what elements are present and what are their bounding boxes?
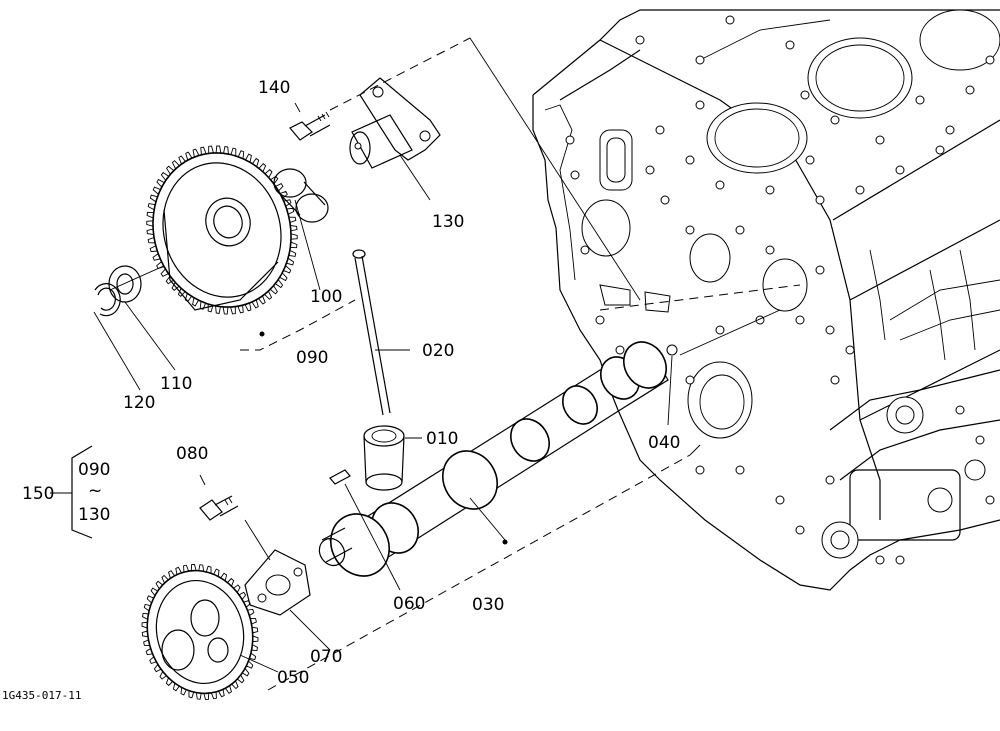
bolt-hole	[815, 265, 825, 275]
bolt-hole	[685, 155, 695, 165]
bolt-hole	[830, 115, 840, 125]
label-120: 120	[123, 393, 155, 413]
bolt-140[interactable]	[289, 102, 331, 141]
label-kit-from: 090	[78, 460, 110, 480]
label-030: 030	[472, 595, 504, 615]
bolt-hole	[615, 345, 625, 355]
bolt-hole	[635, 35, 645, 45]
label-130: 130	[432, 212, 464, 232]
bolt-hole	[825, 475, 835, 485]
engine-block	[532, 9, 1000, 591]
bolt-hole	[985, 55, 995, 65]
assembly-lines	[109, 37, 801, 691]
push-rod-020[interactable]	[352, 249, 410, 416]
bolt-hole	[645, 165, 655, 175]
bolt-hole	[715, 325, 725, 335]
label-020: 020	[422, 341, 454, 361]
bolt-hole	[695, 100, 705, 110]
bolt-hole	[800, 90, 810, 100]
label-090: 090	[296, 348, 328, 368]
bolt-hole	[875, 135, 885, 145]
label-080: 080	[176, 444, 208, 464]
block-bolt-holes	[565, 15, 995, 565]
bolt-hole	[855, 185, 865, 195]
bolt-hole	[875, 555, 885, 565]
bolt-hole	[975, 435, 985, 445]
bolt-hole	[735, 225, 745, 235]
bolt-hole	[895, 165, 905, 175]
label-040: 040	[648, 433, 680, 453]
label-kit-to: 130	[78, 505, 110, 525]
bolt-hole	[915, 95, 925, 105]
bushing-100[interactable]	[273, 168, 329, 291]
bolt-hole	[955, 405, 965, 415]
bolt-hole	[775, 495, 785, 505]
bolt-hole	[815, 195, 825, 205]
circlip-120[interactable]	[93, 283, 141, 391]
bolt-hole	[735, 465, 745, 475]
label-070: 070	[310, 647, 342, 667]
label-kit-sep: ~	[88, 481, 102, 501]
camshaft-stopper-070[interactable]	[244, 549, 331, 651]
bolt-hole	[765, 185, 775, 195]
bolt-hole	[580, 245, 590, 255]
bolt-hole	[685, 375, 695, 385]
label-140: 140	[258, 78, 290, 98]
idle-gear-090[interactable]	[125, 126, 319, 337]
bolt-hole	[795, 525, 805, 535]
drawing-id: 1G435-017-11	[2, 689, 81, 702]
bolt-hole	[595, 315, 605, 325]
label-110: 110	[160, 374, 192, 394]
bolt-hole	[935, 145, 945, 155]
bolt-hole	[985, 495, 995, 505]
idle-gear-shaft-130[interactable]	[349, 77, 441, 201]
bolt-hole	[685, 225, 695, 235]
bolt-hole	[825, 325, 835, 335]
bolt-hole	[695, 55, 705, 65]
feather-key-060[interactable]	[329, 469, 401, 591]
label-010: 010	[426, 429, 458, 449]
bolt-hole	[695, 465, 705, 475]
bolt-hole	[945, 125, 955, 135]
bolt-hole	[765, 245, 775, 255]
label-150: 150	[22, 484, 54, 504]
camshaft-030[interactable]	[314, 334, 674, 587]
bolt-hole	[805, 155, 815, 165]
label-100: 100	[310, 287, 342, 307]
kit-bracket	[50, 445, 93, 539]
bolt-hole	[660, 195, 670, 205]
bolt-hole	[965, 85, 975, 95]
bolt-hole	[845, 345, 855, 355]
label-050: 050	[277, 668, 309, 688]
bolt-hole	[725, 15, 735, 25]
bolt-hole	[570, 170, 580, 180]
bolt-hole	[565, 135, 575, 145]
bolt-hole	[715, 180, 725, 190]
cam-gear-050[interactable]	[127, 551, 279, 712]
bolt-hole	[655, 125, 665, 135]
label-060: 060	[393, 594, 425, 614]
bolt-hole	[895, 555, 905, 565]
bolt-hole	[830, 375, 840, 385]
tappet-010[interactable]	[363, 425, 422, 491]
bolt-hole	[785, 40, 795, 50]
bolt-hole	[795, 315, 805, 325]
bolt-080[interactable]	[199, 474, 239, 521]
steel-ball-040[interactable]	[666, 344, 678, 426]
